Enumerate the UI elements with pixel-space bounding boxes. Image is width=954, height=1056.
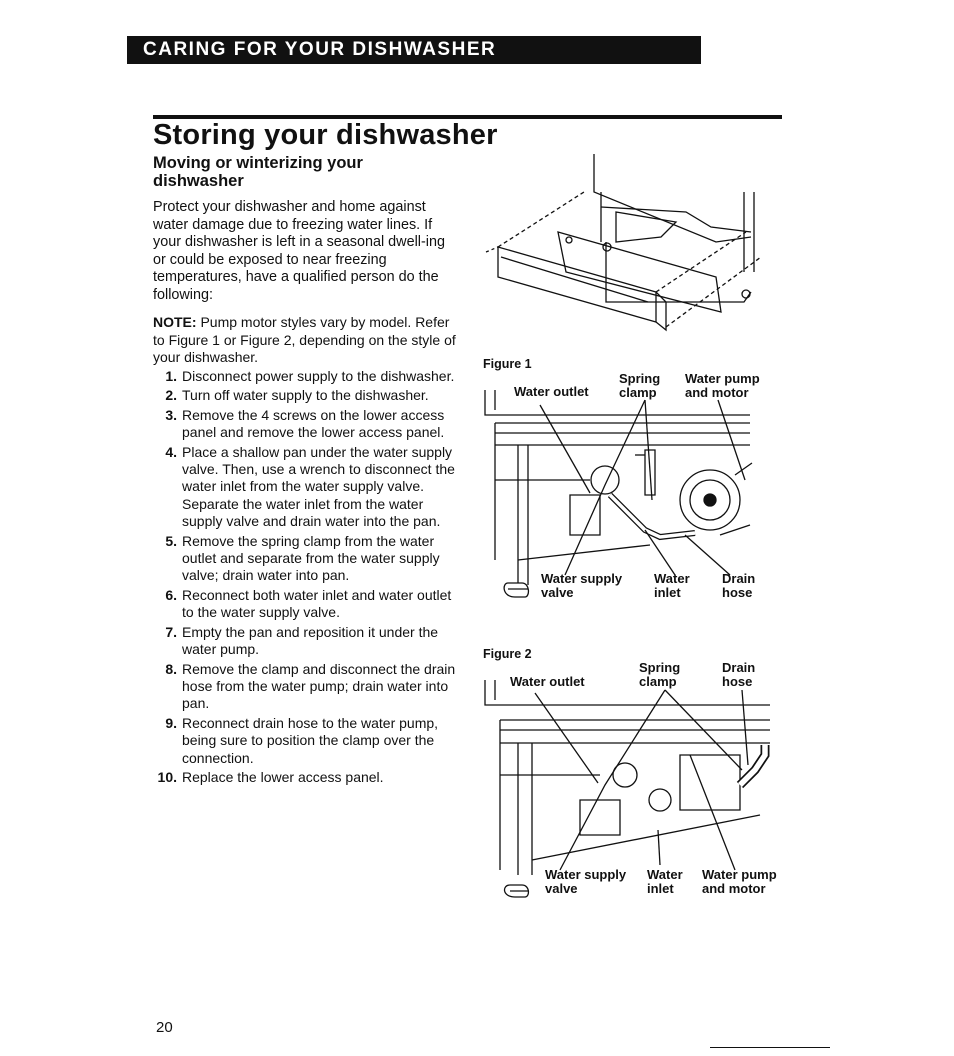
step-text: Remove the clamp and disconnect the drai… <box>182 660 456 712</box>
step-number: 10. <box>157 768 177 785</box>
callout-water-supply-valve: Water supply valve <box>545 867 627 896</box>
note-text: Pump motor styles vary by model. Refer t… <box>153 314 456 365</box>
section-subtitle: Moving or winterizing your dishwasher <box>153 154 363 190</box>
callout-water-supply-valve: Water supply valve <box>541 571 623 600</box>
step-number: 5. <box>165 532 177 549</box>
step-number: 4. <box>165 443 177 460</box>
step-text: Empty the pan and reposition it under th… <box>182 623 439 658</box>
callout-water-inlet: Water inlet <box>654 571 690 600</box>
list-item: 1. Disconnect power supply to the dishwas… <box>153 368 463 385</box>
callout-water-pump-motor: Water pump and motor <box>702 867 777 896</box>
steps-list: 1. Disconnect power supply to the dishwas… <box>153 368 463 788</box>
step-text: Disconnect power supply to the dishwashe… <box>182 368 455 384</box>
step-number: 9. <box>165 714 177 731</box>
list-item: 6. Reconnect both water inlet and water o… <box>153 587 463 622</box>
figure-2-label: Figure 2 <box>483 647 532 661</box>
figure-2-illustration <box>484 680 770 898</box>
step-number: 3. <box>165 406 177 423</box>
callout-drain-hose: Drain hose <box>722 571 756 600</box>
step-number: 8. <box>165 660 177 677</box>
list-item: 9. Reconnect drain hose to the water pump… <box>153 715 463 767</box>
figure-1-label: Figure 1 <box>483 357 532 371</box>
step-number: 2. <box>165 387 177 404</box>
step-number: 6. <box>165 586 177 603</box>
note-label: NOTE: <box>153 314 197 330</box>
title-rule <box>153 115 782 119</box>
figure-1-illustration <box>484 390 753 598</box>
intro-paragraph: Protect your dishwasher and home against… <box>153 199 445 303</box>
callout-spring-clamp: Spring clamp <box>639 660 681 689</box>
step-text: Turn off water supply to the dishwasher. <box>182 387 429 404</box>
access-panel-illustration <box>485 154 762 332</box>
step-number: 7. <box>165 623 177 640</box>
step-number: 1. <box>165 368 177 384</box>
list-item: 8. Remove the clamp and disconnect the dr… <box>153 661 463 713</box>
step-text: Reconnect drain hose to the water pump, … <box>182 714 439 766</box>
step-text: Remove the spring clamp from the water o… <box>182 532 440 584</box>
callout-water-pump-motor: Water pump and motor <box>685 371 760 400</box>
note-paragraph: NOTE: Pump motor styles vary by model. R… <box>153 314 458 367</box>
list-item: 5. Remove the spring clamp from the water… <box>153 533 463 585</box>
callout-spring-clamp: Spring clamp <box>619 371 661 400</box>
callout-water-outlet: Water outlet <box>514 384 589 399</box>
list-item: 2. Turn off water supply to the dishwashe… <box>153 387 463 404</box>
page-title: Storing your dishwasher <box>153 119 498 151</box>
footer-rule <box>710 1047 830 1048</box>
list-item: 7. Empty the pan and reposition it under … <box>153 624 463 659</box>
list-item: 3. Remove the 4 screws on the lower acces… <box>153 407 463 442</box>
step-text: Replace the lower access panel. <box>182 768 384 785</box>
callout-water-outlet: Water outlet <box>510 674 585 689</box>
step-text: Reconnect both water inlet and water out… <box>182 586 452 621</box>
callout-water-inlet: Water inlet <box>647 867 683 896</box>
page-number: 20 <box>156 1019 173 1036</box>
section-banner: CARING FOR YOUR DISHWASHER <box>127 36 701 64</box>
callout-drain-hose: Drain hose <box>722 660 756 689</box>
step-text: Remove the 4 screws on the lower access … <box>182 406 445 441</box>
list-item: 10. Replace the lower access panel. <box>153 769 463 786</box>
step-text: Place a shallow pan under the water supp… <box>182 443 455 530</box>
list-item: 4. Place a shallow pan under the water su… <box>153 444 463 531</box>
